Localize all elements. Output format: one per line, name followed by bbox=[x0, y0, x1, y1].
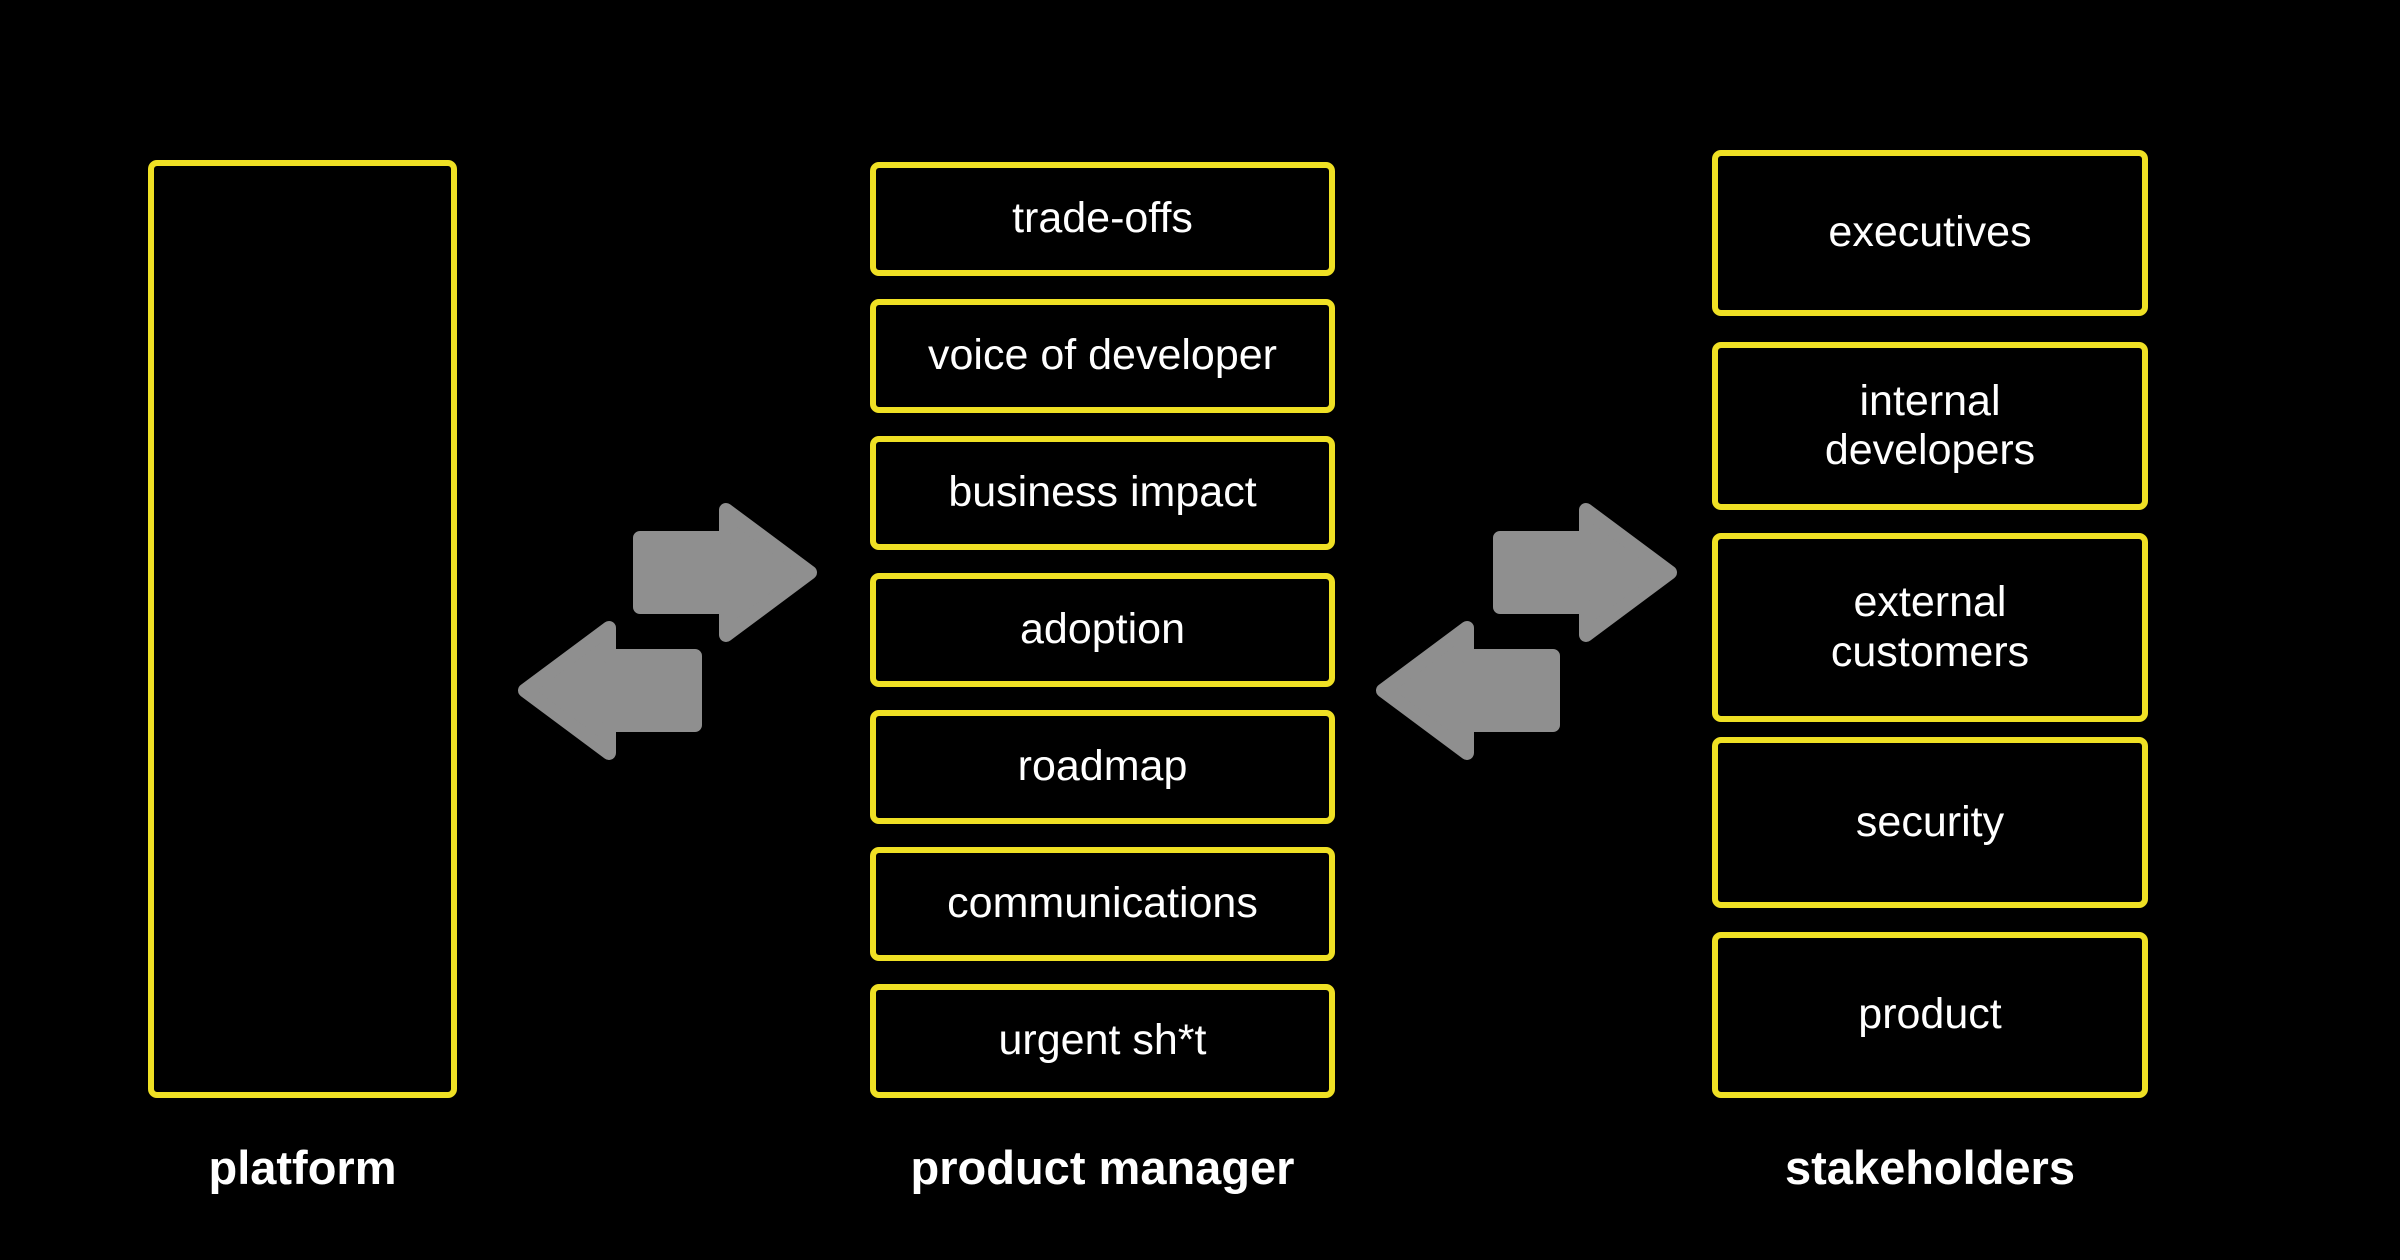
pm-box-communications: communications bbox=[870, 847, 1335, 961]
pm-box-label: communications bbox=[947, 879, 1258, 928]
arrow-right-icon bbox=[1493, 503, 1677, 642]
pm-box-label: trade-offs bbox=[1012, 194, 1193, 243]
pm-box-adoption: adoption bbox=[870, 573, 1335, 687]
stakeholder-box-label: internal developers bbox=[1824, 376, 2036, 474]
stakeholder-box-internal-developers: internal developers bbox=[1712, 342, 2148, 510]
stakeholder-box-security: security bbox=[1712, 737, 2148, 908]
pm-box-voice-of-developer: voice of developer bbox=[870, 299, 1335, 413]
stakeholder-box-executives: executives bbox=[1712, 150, 2148, 316]
pm-box-label: urgent sh*t bbox=[998, 1016, 1207, 1065]
pm-box-business-impact: business impact bbox=[870, 436, 1335, 550]
stakeholder-box-label: product bbox=[1858, 990, 2002, 1039]
pm-box-trade-offs: trade-offs bbox=[870, 162, 1335, 276]
stakeholder-box-label: executives bbox=[1828, 208, 2032, 257]
stakeholder-box-label: external customers bbox=[1830, 578, 2030, 676]
pm-box-urgent-sht: urgent sh*t bbox=[870, 984, 1335, 1098]
stakeholders-label: stakeholders bbox=[1785, 1140, 2075, 1194]
stakeholder-box-external-customers: external customers bbox=[1712, 533, 2148, 722]
arrow-right-icon bbox=[633, 503, 817, 642]
pm-box-roadmap: roadmap bbox=[870, 710, 1335, 824]
pm-box-label: adoption bbox=[1020, 605, 1185, 654]
stakeholder-box-label: security bbox=[1855, 797, 2005, 846]
stakeholder-box-product: product bbox=[1712, 932, 2148, 1098]
arrow-left-icon bbox=[1376, 621, 1560, 760]
pm-box-label: business impact bbox=[948, 468, 1257, 517]
product-manager-label: product manager bbox=[910, 1140, 1295, 1194]
arrow-left-icon bbox=[518, 621, 702, 760]
pm-box-label: voice of developer bbox=[928, 331, 1277, 380]
platform-label: platform bbox=[208, 1140, 397, 1194]
platform-box bbox=[148, 160, 457, 1098]
pm-box-label: roadmap bbox=[1017, 742, 1188, 791]
